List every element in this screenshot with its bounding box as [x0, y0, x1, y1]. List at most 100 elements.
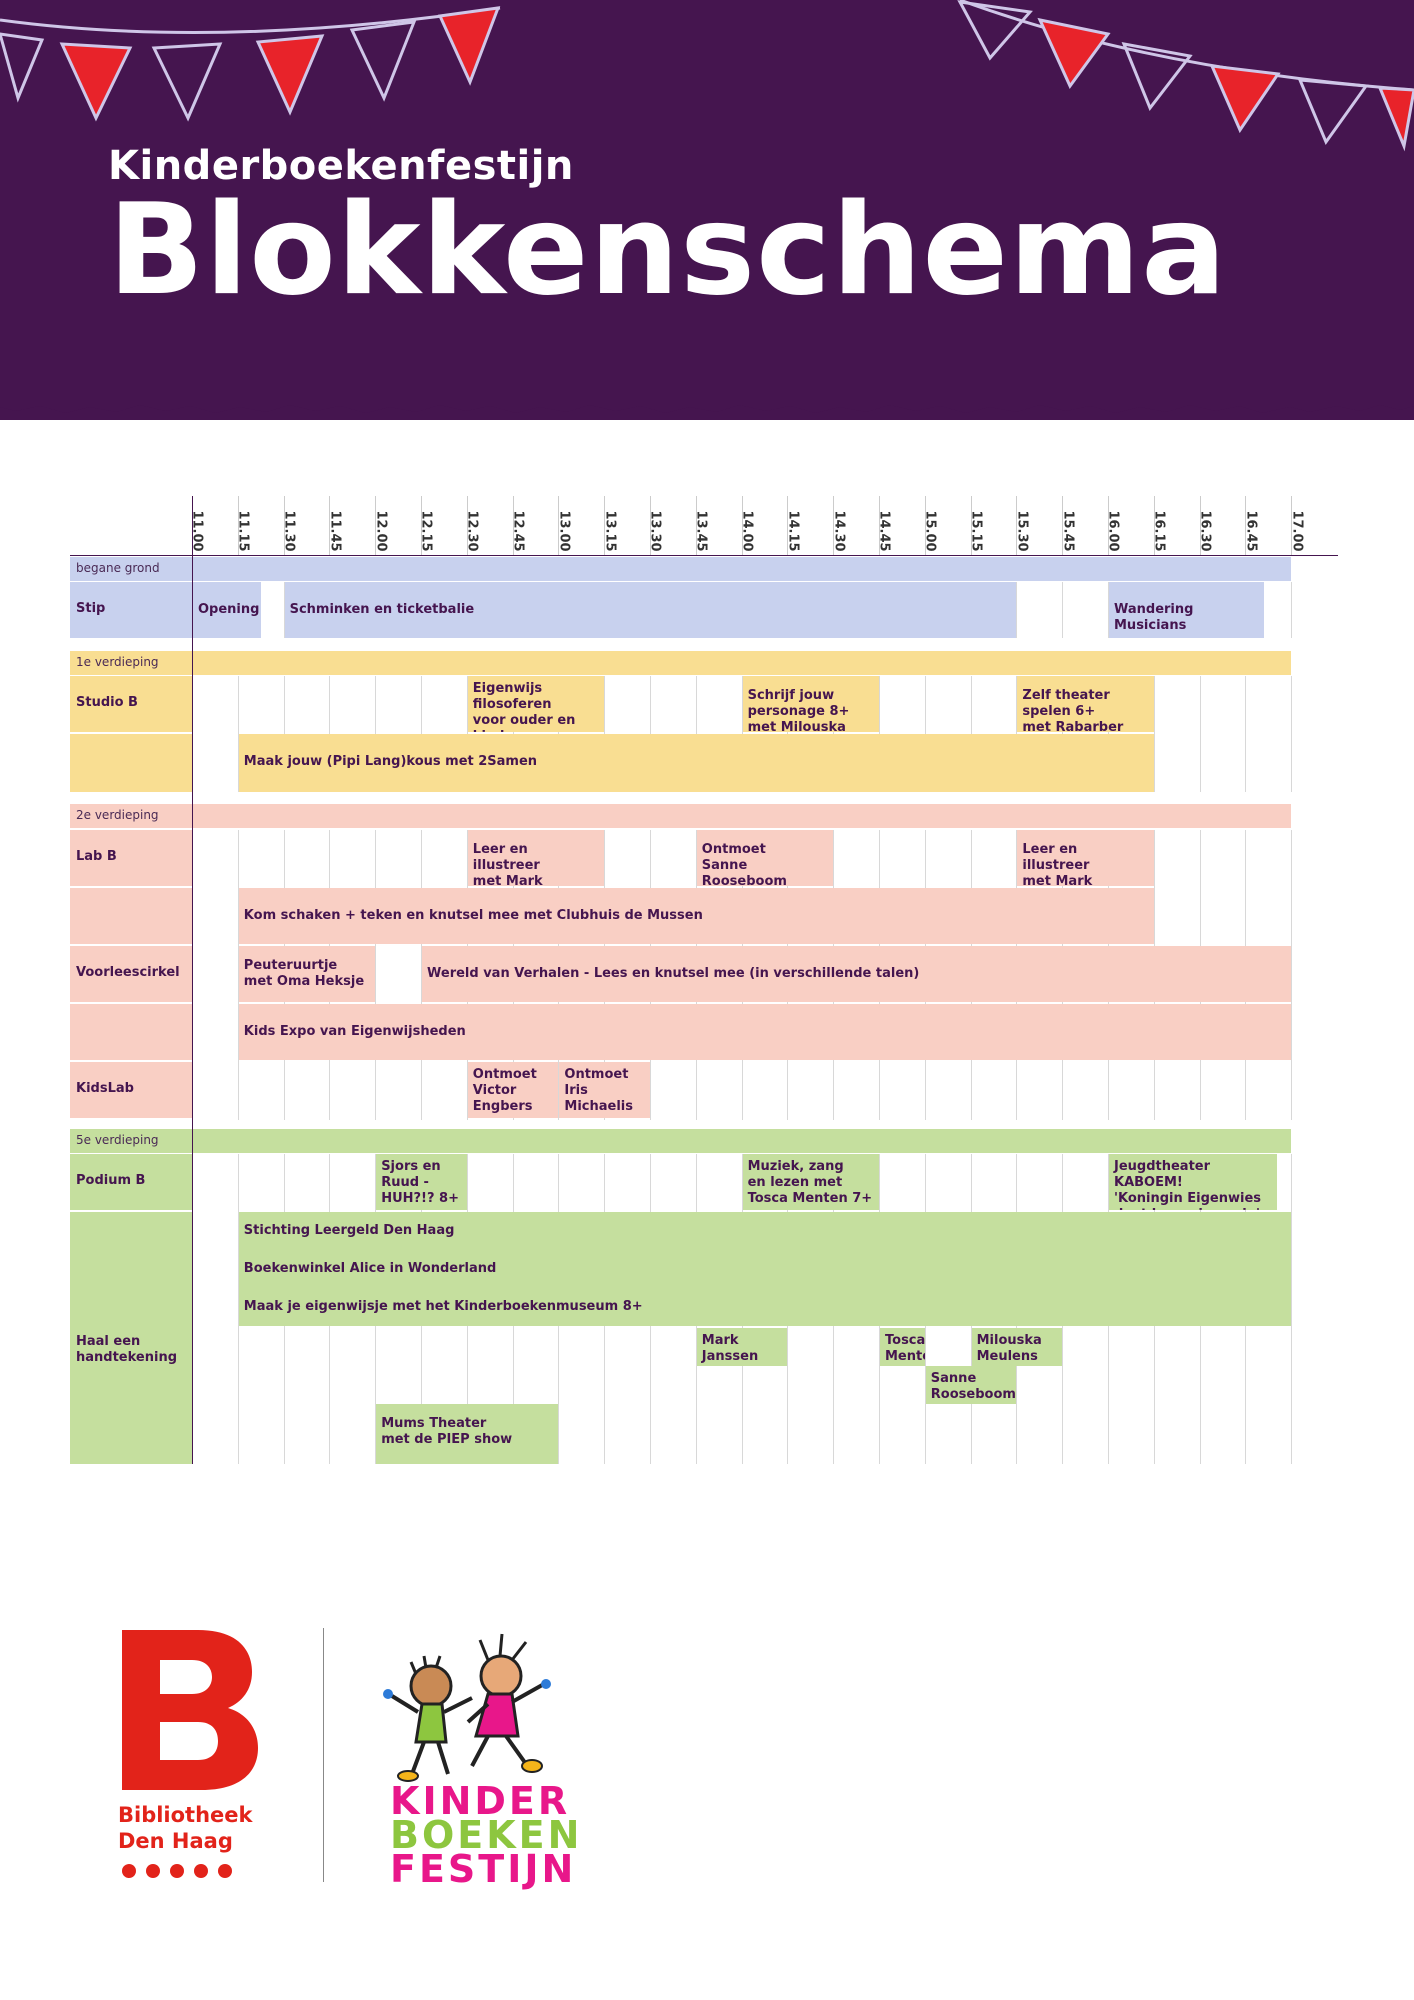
time-tick: [375, 496, 377, 556]
time-tick: [421, 496, 422, 556]
event-block[interactable]: Opening: [193, 582, 261, 638]
time-tick: [329, 496, 331, 556]
axis-vertical-line: [192, 496, 193, 1464]
grid-line: [375, 830, 377, 1120]
event-block[interactable]: Leer en illustreer met Mark Janssen: [1017, 830, 1154, 886]
event-block[interactable]: Eigenwijs filosoferen voor ouder en kind…: [467, 676, 605, 732]
event-label: Ontmoet Sanne Rooseboom: [701, 842, 787, 886]
logo-dot: [194, 1864, 208, 1878]
event-label: Muziek, zang en lezen met Tosca Menten 7…: [747, 1159, 873, 1206]
event-block[interactable]: Mums Theater met de PIEP show: [376, 1404, 559, 1464]
grid-line: [1108, 582, 1109, 638]
event-label: Wereld van Verhalen - Lees en knutsel me…: [427, 966, 920, 981]
time-tick: [970, 496, 972, 556]
event-label: Tosca Menten: [885, 1333, 925, 1364]
room-label-cell: Haal een handtekening: [70, 1328, 192, 1464]
event-block[interactable]: Mark Janssen: [696, 1328, 788, 1366]
event-label: Mums Theater met de PIEP show: [381, 1416, 513, 1447]
library-name-line2: Den Haag: [118, 1829, 233, 1853]
event-block[interactable]: Sjors en Ruud - HUH?!? 8+: [376, 1154, 467, 1210]
festival-logo-line3: FESTIJN: [390, 1847, 577, 1891]
time-tick: [1062, 496, 1064, 556]
event-block[interactable]: Schrijf jouw personage 8+ met Milouska M…: [742, 676, 879, 732]
grid-line: [1016, 582, 1018, 638]
room-label: KidsLab: [76, 1081, 134, 1096]
event-block[interactable]: Ontmoet Victor Engbers: [467, 1062, 559, 1118]
room-label-cell: Studio B: [70, 676, 192, 732]
event-label: Peuteruurtje met Oma Heksje: [243, 958, 365, 989]
event-label: Wandering Musicians: [1114, 602, 1194, 633]
event-label: Maak jouw (Pipi Lang)kous met 2Samen: [243, 754, 538, 769]
grid-line: [1291, 1154, 1293, 1464]
floor-band: 2e verdieping: [70, 804, 1292, 828]
festival-subtitle: Kinderboekenfestijn: [108, 143, 574, 189]
logo-dot: [122, 1864, 136, 1878]
time-tick: [1108, 496, 1109, 556]
room-label-cell: Podium B: [70, 1154, 192, 1210]
time-tick: [695, 496, 697, 556]
event-label: Kom schaken + teken en knutsel mee met C…: [243, 908, 703, 923]
time-tick: [1016, 496, 1018, 556]
floor-label: 2e verdieping: [76, 808, 159, 822]
grid-line: [1291, 676, 1293, 792]
time-tick: [650, 496, 651, 556]
festival-logo-line2: BOEKEN: [390, 1813, 583, 1857]
event-block[interactable]: Kids Expo van Eigenwijsheden: [238, 1004, 1292, 1060]
bunting-flags-decoration: [0, 0, 1414, 152]
room-label: Stip: [76, 601, 106, 616]
room-label-cell: [70, 888, 192, 944]
event-block[interactable]: Ontmoet Sanne Rooseboom: [696, 830, 834, 886]
time-tick: [604, 496, 606, 556]
grid-line: [1062, 582, 1064, 638]
library-b-logo: [122, 1630, 258, 1790]
time-tick: [237, 496, 239, 556]
event-block[interactable]: Schminken en ticketbalie: [284, 582, 1017, 638]
event-label: Stichting Leergeld Den Haag: [243, 1223, 455, 1238]
time-tick: [924, 496, 926, 556]
event-label: Ontmoet Iris Michaelis: [564, 1067, 633, 1114]
event-block[interactable]: Peuteruurtje met Oma Heksje: [238, 946, 376, 1002]
event-block[interactable]: Wandering Musicians: [1109, 582, 1264, 638]
room-label-cell: KidsLab: [70, 1062, 192, 1118]
header-banner: Kinderboekenfestijn Blokkenschema: [0, 0, 1414, 420]
room-label-cell: Lab B: [70, 830, 192, 886]
room-label: Studio B: [76, 695, 138, 710]
event-block[interactable]: Stichting Leergeld Den Haag: [238, 1212, 1292, 1250]
floor-label: begane grond: [76, 561, 160, 575]
time-tick: [879, 496, 880, 556]
event-label: Opening: [198, 602, 260, 617]
torn-edge-decoration: [0, 396, 1414, 413]
event-block[interactable]: Wereld van Verhalen - Lees en knutsel me…: [422, 946, 1292, 1002]
library-name-line1: Bibliotheek: [118, 1803, 253, 1827]
floor-band: 5e verdieping: [70, 1129, 1292, 1153]
event-block[interactable]: Sanne Rooseboom: [925, 1366, 1017, 1404]
grid-line: [283, 582, 285, 638]
event-block[interactable]: Jeugdtheater KABOEM! 'Koningin Eigenwies…: [1109, 1154, 1278, 1210]
grid-line: [237, 1154, 239, 1464]
time-tick: [833, 496, 835, 556]
event-label: Sjors en Ruud - HUH?!? 8+: [381, 1159, 459, 1206]
event-label: Boekenwinkel Alice in Wonderland: [243, 1261, 497, 1276]
event-block[interactable]: Boekenwinkel Alice in Wonderland: [238, 1250, 1292, 1288]
time-tick: [1291, 496, 1293, 556]
event-block[interactable]: Maak jouw (Pipi Lang)kous met 2Samen: [238, 734, 1154, 792]
event-label: Ontmoet Victor Engbers: [472, 1067, 537, 1114]
event-block[interactable]: Ontmoet Iris Michaelis: [559, 1062, 650, 1118]
event-block[interactable]: Zelf theater spelen 6+ met Rabarber: [1017, 676, 1154, 732]
grid-line: [1291, 830, 1293, 1120]
grid-line: [1245, 676, 1247, 792]
footer-logos: [0, 1600, 1414, 2000]
event-label: Milouska Meulens: [976, 1333, 1042, 1364]
event-block[interactable]: Milouska Meulens: [971, 1328, 1063, 1366]
room-label: Lab B: [76, 849, 117, 864]
page-title: Blokkenschema: [108, 176, 1228, 323]
event-block[interactable]: Leer en illustreer met Mark Janssen: [467, 830, 605, 886]
event-block[interactable]: Kom schaken + teken en knutsel mee met C…: [238, 888, 1154, 944]
kids-jumping-illustration: [383, 1633, 551, 1782]
event-block[interactable]: Muziek, zang en lezen met Tosca Menten 7…: [742, 1154, 879, 1210]
event-block[interactable]: Tosca Menten: [880, 1328, 925, 1366]
event-block[interactable]: Maak je eigenwijsje met het Kinderboeken…: [238, 1288, 1292, 1326]
room-label: Podium B: [76, 1173, 146, 1188]
floor-band: 1e verdieping: [70, 651, 1292, 675]
